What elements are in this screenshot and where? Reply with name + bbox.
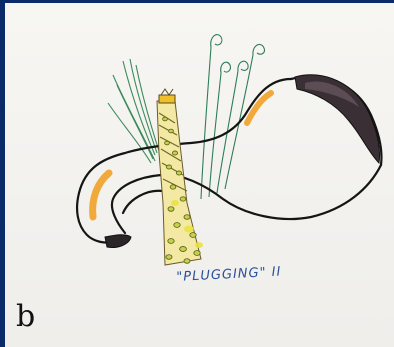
esophagus-column <box>157 89 203 265</box>
green-hooks-right <box>201 35 264 199</box>
panel-label: b <box>16 302 35 332</box>
pylorus-band <box>105 235 131 248</box>
orange-shading-antrum <box>93 173 109 217</box>
stomach-sketch <box>5 3 394 347</box>
